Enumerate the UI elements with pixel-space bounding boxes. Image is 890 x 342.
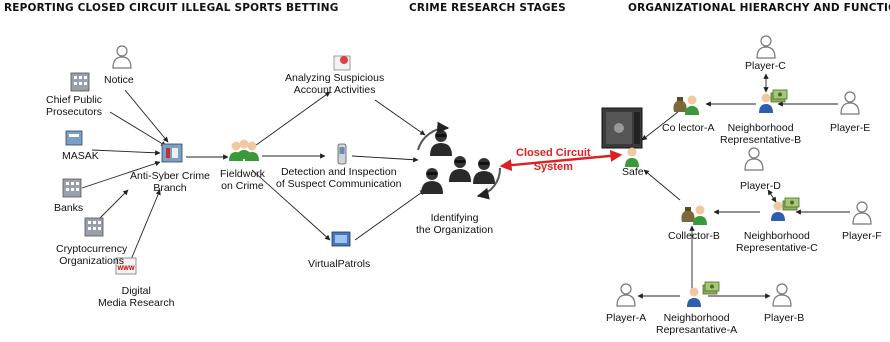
player-c-icon (756, 35, 776, 59)
arrow-collectora-safe (641, 111, 679, 141)
svg-text:WWW: WWW (118, 266, 135, 272)
label-collector-b: Collector-B (668, 230, 720, 242)
arrow-banks-branch (81, 160, 161, 189)
label-patrols: VirtualPatrols (308, 258, 371, 270)
phone-icon (337, 143, 347, 165)
arrow-playerd-repc (767, 189, 777, 203)
player-b-icon (772, 283, 792, 307)
prosecutors-icon (70, 72, 90, 92)
header-stages: CRIME RESEARCH STAGES (409, 2, 566, 14)
arrow-fieldwork-analyzing (251, 91, 331, 149)
label-player-d: Player-D (740, 180, 781, 192)
player-a-icon (616, 283, 636, 307)
label-player-f: Player-F (842, 230, 882, 242)
arrow-notice-branch (124, 89, 169, 143)
crypto-icon (84, 217, 104, 237)
branch-icon (161, 143, 183, 163)
arrow-prosecutors-branch (109, 111, 167, 147)
header-hierarchy: ORGANIZATIONAL HIERARCHY AND FUNCTION (628, 2, 890, 14)
rep-b-icon (759, 89, 788, 113)
label-collector-a: Co lector-A (662, 122, 715, 134)
arrow-masak-branch (91, 149, 161, 156)
collector-b-icon (681, 205, 707, 225)
fieldwork-icon (229, 139, 259, 161)
arrow-collectorb-safe (643, 169, 681, 201)
hierarchy-arrows (637, 73, 850, 299)
digital-media-icon: WWW (115, 257, 137, 275)
safe-icon (601, 107, 643, 167)
label-player-a: Player-A (606, 312, 647, 324)
player-f-icon (852, 201, 872, 225)
arrow-crypto-branch (95, 189, 129, 223)
banks-icon (62, 178, 82, 198)
arrow-patrols-identify (354, 189, 426, 241)
patrols-icon (331, 231, 351, 247)
analyzing-icon (333, 55, 351, 71)
notice-icon (112, 45, 132, 69)
player-e-icon (840, 91, 860, 115)
arrow-fieldwork-patrols (251, 169, 331, 241)
organization-group-icon (417, 121, 502, 200)
label-notice: Notice (104, 74, 134, 86)
label-safe: Safe (622, 166, 644, 178)
reporting-arrows (81, 89, 426, 263)
label-player-e: Player-E (830, 122, 871, 134)
label-player-b: Player-B (764, 312, 805, 324)
masak-icon (65, 130, 83, 146)
arrow-digital-branch (129, 189, 161, 263)
header-reporting: REPORTING CLOSED CIRCUIT ILLEGAL SPORTS … (4, 2, 339, 14)
player-d-icon (744, 147, 764, 171)
arrow-detection-identify (351, 155, 419, 163)
label-player-c: Player-C (745, 60, 786, 72)
label-masak: MASAK (62, 150, 99, 162)
closed-circuit-arrow (499, 149, 623, 172)
label-banks: Banks (54, 202, 84, 214)
arrow-analyzing-identify (374, 99, 426, 136)
